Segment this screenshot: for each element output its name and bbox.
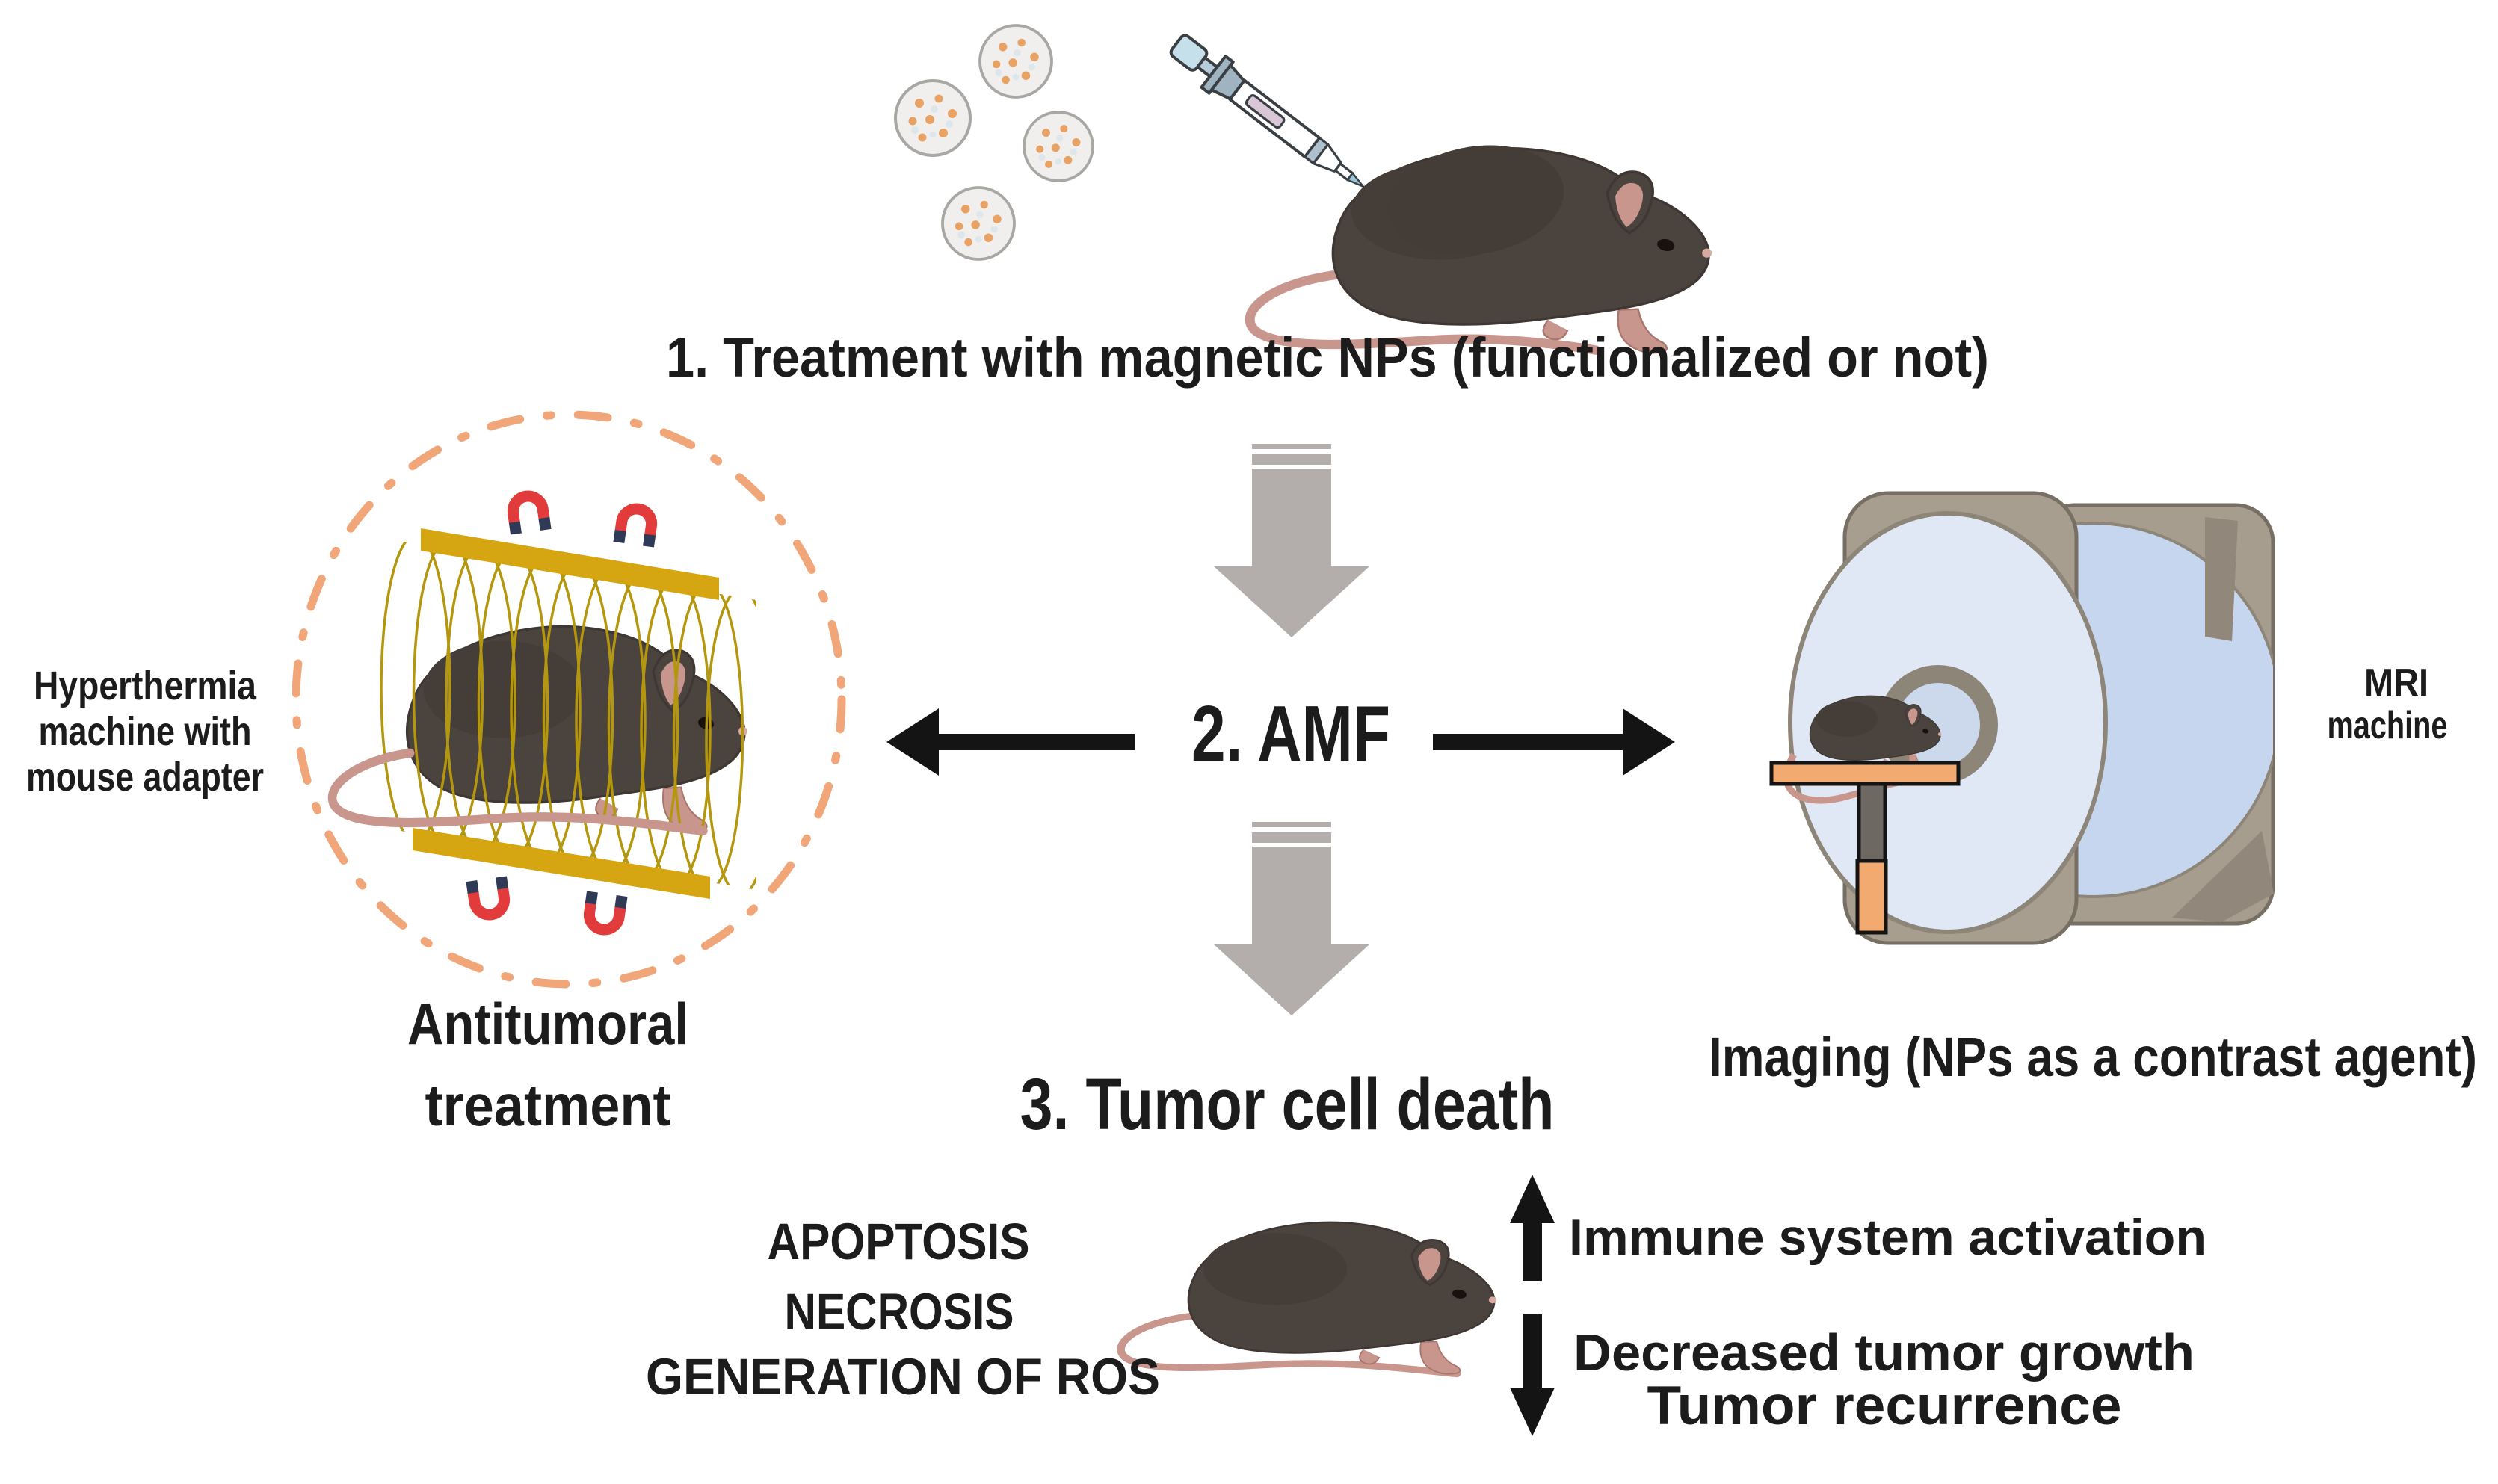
svg-text:Tumor recurrence: Tumor recurrence xyxy=(1647,1376,2122,1436)
svg-text:3. Tumor cell death: 3. Tumor cell death xyxy=(1020,1063,1555,1145)
svg-text:NECROSIS: NECROSIS xyxy=(785,1283,1014,1341)
svg-text:treatment: treatment xyxy=(425,1072,671,1138)
svg-text:machine with: machine with xyxy=(39,709,252,754)
svg-text:1. Treatment with magnetic NPs: 1. Treatment with magnetic NPs (function… xyxy=(666,327,1989,389)
svg-text:Imaging (NPs as a contrast age: Imaging (NPs as a contrast agent) xyxy=(1709,1026,2477,1088)
svg-text:MRI: MRI xyxy=(2364,661,2428,705)
svg-text:APOPTOSIS: APOPTOSIS xyxy=(768,1213,1030,1270)
svg-text:2. AMF: 2. AMF xyxy=(1191,690,1390,778)
svg-text:mouse adapter: mouse adapter xyxy=(26,755,264,800)
svg-text:Hyperthermia: Hyperthermia xyxy=(34,664,257,708)
svg-text:Antitumoral: Antitumoral xyxy=(407,991,688,1057)
svg-text:Immune system activation: Immune system activation xyxy=(1569,1209,2206,1266)
svg-text:GENERATION OF ROS: GENERATION OF ROS xyxy=(646,1348,1160,1406)
svg-text:Decreased tumor growth: Decreased tumor growth xyxy=(1573,1323,2195,1382)
svg-text:machine: machine xyxy=(2328,704,2448,747)
